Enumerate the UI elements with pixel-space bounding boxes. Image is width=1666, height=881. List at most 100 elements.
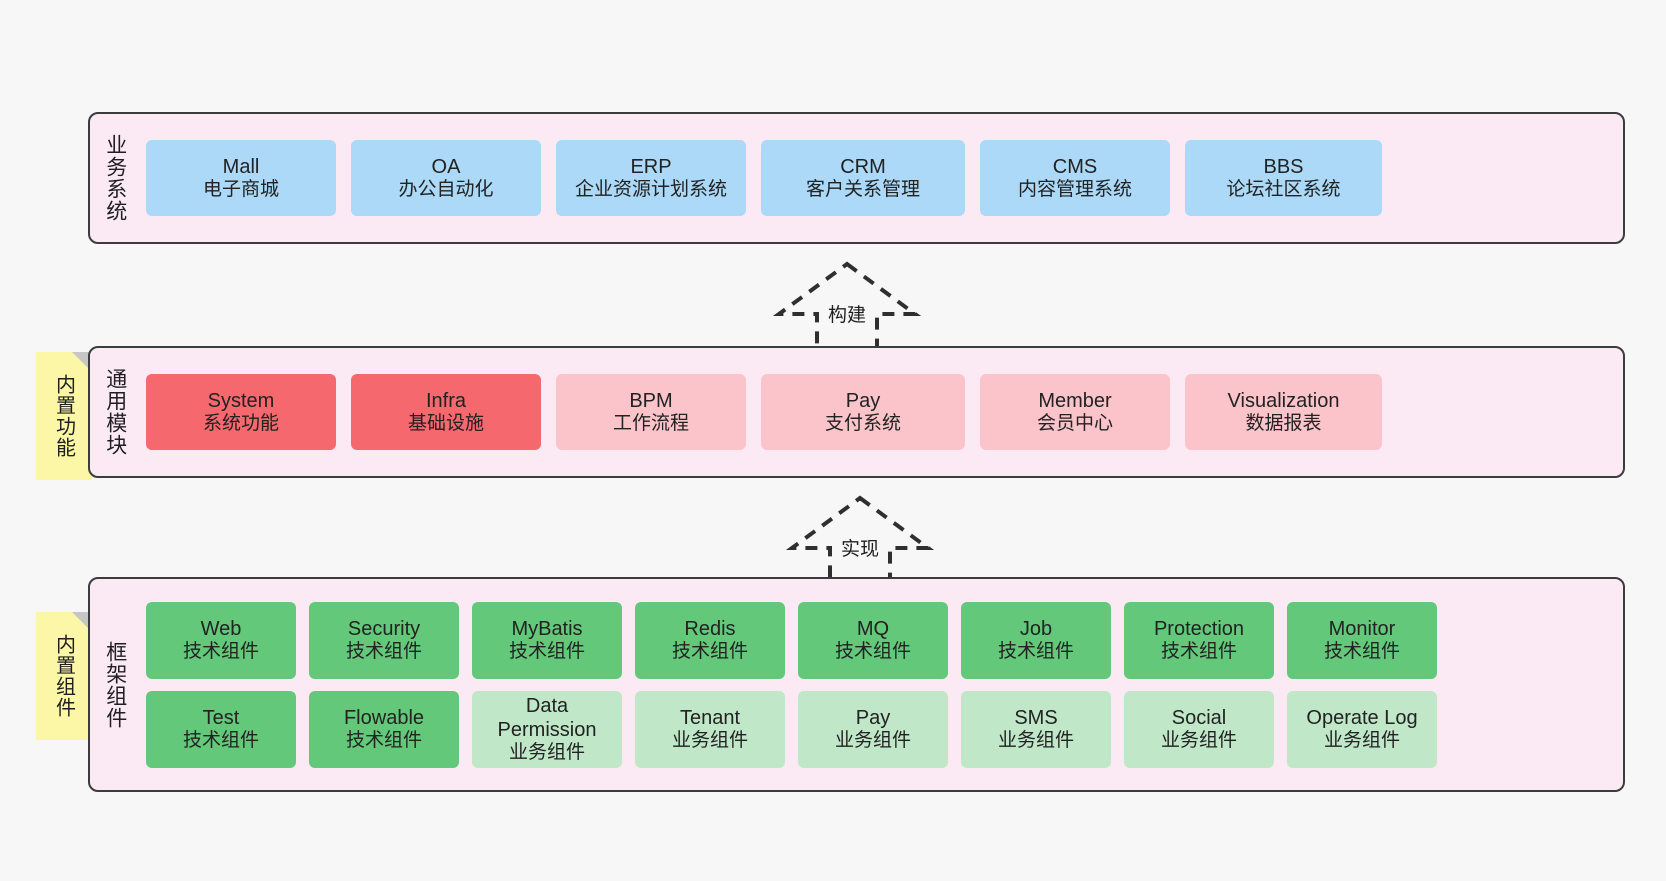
layer-business-systems: 业务系统 Mall 电子商城 OA 办公自动化 ERP 企业资源计划系统 CRM… (88, 112, 1625, 244)
card-title-cn: 技术组件 (1323, 640, 1400, 662)
card-pay[interactable]: Pay 支付系统 (761, 374, 965, 450)
layer-row: System 系统功能 Infra 基础设施 BPM 工作流程 Pay 支付系统… (140, 374, 1611, 450)
card-title-en: Web (200, 617, 242, 640)
card-title-en: CMS (1052, 155, 1098, 178)
card-web[interactable]: Web 技术组件 (146, 601, 296, 679)
layer-title-framework-components: 框架组件 (103, 640, 127, 729)
card-operate-log[interactable]: Operate Log 业务组件 (1287, 690, 1437, 768)
card-title-en: Flowable (343, 706, 425, 729)
card-title-cn: 业务组件 (508, 741, 585, 763)
card-title-en: Security (347, 617, 421, 640)
note-builtin-features: 内置功能 (36, 352, 92, 480)
card-title-cn: 技术组件 (508, 640, 585, 662)
card-title-en: System (207, 389, 275, 412)
card-title-cn: 论坛社区系统 (1226, 178, 1341, 200)
card-title-en: Mall (222, 155, 260, 178)
card-sms[interactable]: SMS 业务组件 (961, 690, 1111, 768)
card-title-cn: 技术组件 (671, 640, 748, 662)
card-title-cn: 电子商城 (202, 178, 279, 200)
layer-row: Test 技术组件 Flowable 技术组件 Data Permission … (140, 690, 1611, 768)
card-title-en: SMS (1014, 706, 1058, 729)
card-monitor[interactable]: Monitor 技术组件 (1287, 601, 1437, 679)
card-tenant[interactable]: Tenant 业务组件 (635, 690, 785, 768)
card-title-cn: 技术组件 (834, 640, 911, 662)
card-title-cn: 会员中心 (1036, 412, 1113, 434)
card-title-cn: 工作流程 (612, 412, 689, 434)
card-data-permission[interactable]: Data Permission 业务组件 (472, 690, 622, 768)
card-title-en: CRM (840, 155, 886, 178)
card-security[interactable]: Security 技术组件 (309, 601, 459, 679)
card-title-cn: 技术组件 (1160, 640, 1237, 662)
card-title-cn: 业务组件 (997, 729, 1074, 751)
note-label: 内置组件 (52, 634, 75, 718)
card-redis[interactable]: Redis 技术组件 (635, 601, 785, 679)
connector-build: 构建 (767, 258, 927, 358)
card-title-cn: 业务组件 (671, 729, 748, 751)
card-mall[interactable]: Mall 电子商城 (146, 140, 336, 216)
layer-row: Web 技术组件 Security 技术组件 MyBatis 技术组件 Redi… (140, 601, 1611, 679)
card-title-cn: 技术组件 (182, 729, 259, 751)
card-title-cn: 企业资源计划系统 (574, 178, 727, 200)
layer-title-common-modules: 通用模块 (103, 368, 127, 456)
connector-label-build: 构建 (827, 305, 866, 326)
card-member[interactable]: Member 会员中心 (980, 374, 1170, 450)
card-title-cn: 数据报表 (1245, 412, 1322, 434)
card-title-en: Social (1171, 706, 1227, 729)
card-title-en: Test (202, 706, 240, 729)
card-title-cn: 业务组件 (834, 729, 911, 751)
card-title-en: Operate Log (1306, 706, 1418, 729)
card-infra[interactable]: Infra 基础设施 (351, 374, 541, 450)
card-title-en: ERP (630, 155, 672, 178)
card-mq[interactable]: MQ 技术组件 (798, 601, 948, 679)
card-title-en: Visualization (1227, 389, 1340, 412)
note-builtin-components: 内置组件 (36, 612, 92, 740)
card-title-cn: 技术组件 (182, 640, 259, 662)
card-mybatis[interactable]: MyBatis 技术组件 (472, 601, 622, 679)
layer-row: Mall 电子商城 OA 办公自动化 ERP 企业资源计划系统 CRM 客户关系… (140, 140, 1611, 216)
card-title-cn: 内容管理系统 (1017, 178, 1132, 200)
card-visualization[interactable]: Visualization 数据报表 (1185, 374, 1382, 450)
layer-body-framework-components: Web 技术组件 Security 技术组件 MyBatis 技术组件 Redi… (140, 579, 1623, 790)
card-title-cn: 支付系统 (824, 412, 901, 434)
layer-body-business-systems: Mall 电子商城 OA 办公自动化 ERP 企业资源计划系统 CRM 客户关系… (140, 114, 1623, 242)
card-bpm[interactable]: BPM 工作流程 (556, 374, 746, 450)
card-title-en: BBS (1263, 155, 1304, 178)
card-title-en: OA (431, 155, 461, 178)
card-protection[interactable]: Protection 技术组件 (1124, 601, 1274, 679)
card-title-en: Protection (1153, 617, 1245, 640)
card-title-cn: 办公自动化 (398, 178, 494, 200)
card-bbs[interactable]: BBS 论坛社区系统 (1185, 140, 1382, 216)
layer-body-common-modules: System 系统功能 Infra 基础设施 BPM 工作流程 Pay 支付系统… (140, 348, 1623, 476)
card-title-cn: 技术组件 (345, 640, 422, 662)
card-oa[interactable]: OA 办公自动化 (351, 140, 541, 216)
card-title-cn: 业务组件 (1323, 729, 1400, 751)
connector-label-implement: 实现 (840, 539, 879, 560)
card-title-en: BPM (629, 389, 673, 412)
card-title-en: Infra (425, 389, 467, 412)
card-cms[interactable]: CMS 内容管理系统 (980, 140, 1170, 216)
card-title-en: MQ (856, 617, 890, 640)
card-title-cn: 客户关系管理 (805, 178, 920, 200)
layer-framework-components: 框架组件 Web 技术组件 Security 技术组件 MyBatis 技术组件… (88, 577, 1625, 792)
card-title-en: Data Permission (497, 694, 597, 741)
card-erp[interactable]: ERP 企业资源计划系统 (556, 140, 746, 216)
card-title-en: Monitor (1328, 617, 1396, 640)
card-social[interactable]: Social 业务组件 (1124, 690, 1274, 768)
card-title-en: Job (1019, 617, 1053, 640)
card-title-en: Member (1038, 389, 1112, 412)
card-pay-component[interactable]: Pay 业务组件 (798, 690, 948, 768)
card-title-cn: 系统功能 (202, 412, 279, 434)
card-flowable[interactable]: Flowable 技术组件 (309, 690, 459, 768)
card-crm[interactable]: CRM 客户关系管理 (761, 140, 965, 216)
layer-title-business-systems: 业务系统 (103, 134, 127, 222)
card-test[interactable]: Test 技术组件 (146, 690, 296, 768)
layer-common-modules: 通用模块 System 系统功能 Infra 基础设施 BPM 工作流程 Pay… (88, 346, 1625, 478)
card-system[interactable]: System 系统功能 (146, 374, 336, 450)
card-job[interactable]: Job 技术组件 (961, 601, 1111, 679)
card-title-cn: 基础设施 (407, 412, 484, 434)
card-title-en: MyBatis (511, 617, 583, 640)
note-label: 内置功能 (52, 374, 75, 458)
card-title-cn: 技术组件 (345, 729, 422, 751)
card-title-en: Pay (845, 389, 881, 412)
